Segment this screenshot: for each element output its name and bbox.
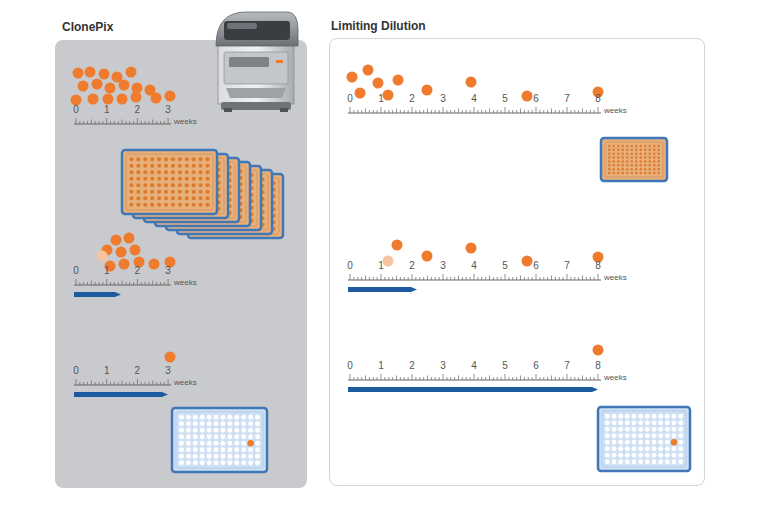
progress-bar: [348, 387, 598, 392]
well-plate: [172, 408, 267, 472]
tick-number: 3: [165, 266, 171, 276]
time-ruler: [348, 374, 601, 380]
tick-number: 5: [502, 261, 508, 271]
progress-bar: [74, 392, 168, 397]
tick-number: 3: [440, 94, 446, 104]
tick-number: 5: [502, 361, 508, 371]
tick-number: 0: [73, 266, 79, 276]
axis-unit: weeks: [174, 379, 197, 387]
cell-colonies: [71, 67, 176, 106]
tick-number: 1: [378, 361, 384, 371]
axis-unit: weeks: [604, 274, 627, 282]
tick-number: 4: [471, 361, 477, 371]
time-ruler: [74, 118, 171, 124]
tick-number: 4: [471, 94, 477, 104]
clonepix-machine: [216, 12, 298, 112]
panel-heading: Limiting Dilution: [331, 19, 426, 33]
colony-plate: [122, 150, 217, 214]
tick-number: 3: [165, 105, 171, 115]
tick-number: 1: [378, 94, 384, 104]
tick-number: 8: [595, 94, 601, 104]
colony-plate: [601, 138, 667, 181]
tick-number: 1: [378, 261, 384, 271]
tick-number: 0: [73, 366, 79, 376]
tick-number: 2: [135, 366, 141, 376]
tick-number: 4: [471, 261, 477, 271]
time-ruler: [348, 107, 601, 113]
time-ruler: [74, 379, 171, 385]
progress-bar: [348, 287, 417, 292]
tick-number: 7: [564, 94, 570, 104]
tick-number: 6: [533, 361, 539, 371]
tick-number: 2: [135, 105, 141, 115]
axis-unit: weeks: [174, 118, 197, 126]
tick-number: 0: [73, 105, 79, 115]
cell-colonies: [165, 352, 176, 363]
tick-number: 6: [533, 261, 539, 271]
well-plate: [598, 407, 690, 471]
time-ruler: [74, 279, 171, 285]
progress-bar: [74, 292, 121, 297]
tick-number: 2: [409, 361, 415, 371]
tick-number: 0: [347, 361, 353, 371]
tick-number: 3: [440, 261, 446, 271]
tick-number: 1: [104, 105, 110, 115]
tick-number: 8: [595, 261, 601, 271]
time-ruler: [348, 274, 601, 280]
tick-number: 2: [409, 94, 415, 104]
tick-number: 3: [165, 366, 171, 376]
tick-number: 1: [104, 266, 110, 276]
panel-heading: ClonePix: [62, 20, 113, 34]
tick-number: 3: [440, 361, 446, 371]
tick-number: 1: [104, 366, 110, 376]
cell-colonies: [593, 345, 604, 356]
tick-number: 2: [135, 266, 141, 276]
axis-unit: weeks: [604, 107, 627, 115]
tick-number: 7: [564, 261, 570, 271]
cell-colonies: [383, 240, 604, 267]
tick-number: 6: [533, 94, 539, 104]
tick-number: 2: [409, 261, 415, 271]
tick-number: 0: [347, 261, 353, 271]
axis-unit: weeks: [174, 279, 197, 287]
tick-number: 5: [502, 94, 508, 104]
tick-number: 0: [347, 94, 353, 104]
tick-number: 7: [564, 361, 570, 371]
tick-number: 8: [595, 361, 601, 371]
axis-unit: weeks: [604, 374, 627, 382]
